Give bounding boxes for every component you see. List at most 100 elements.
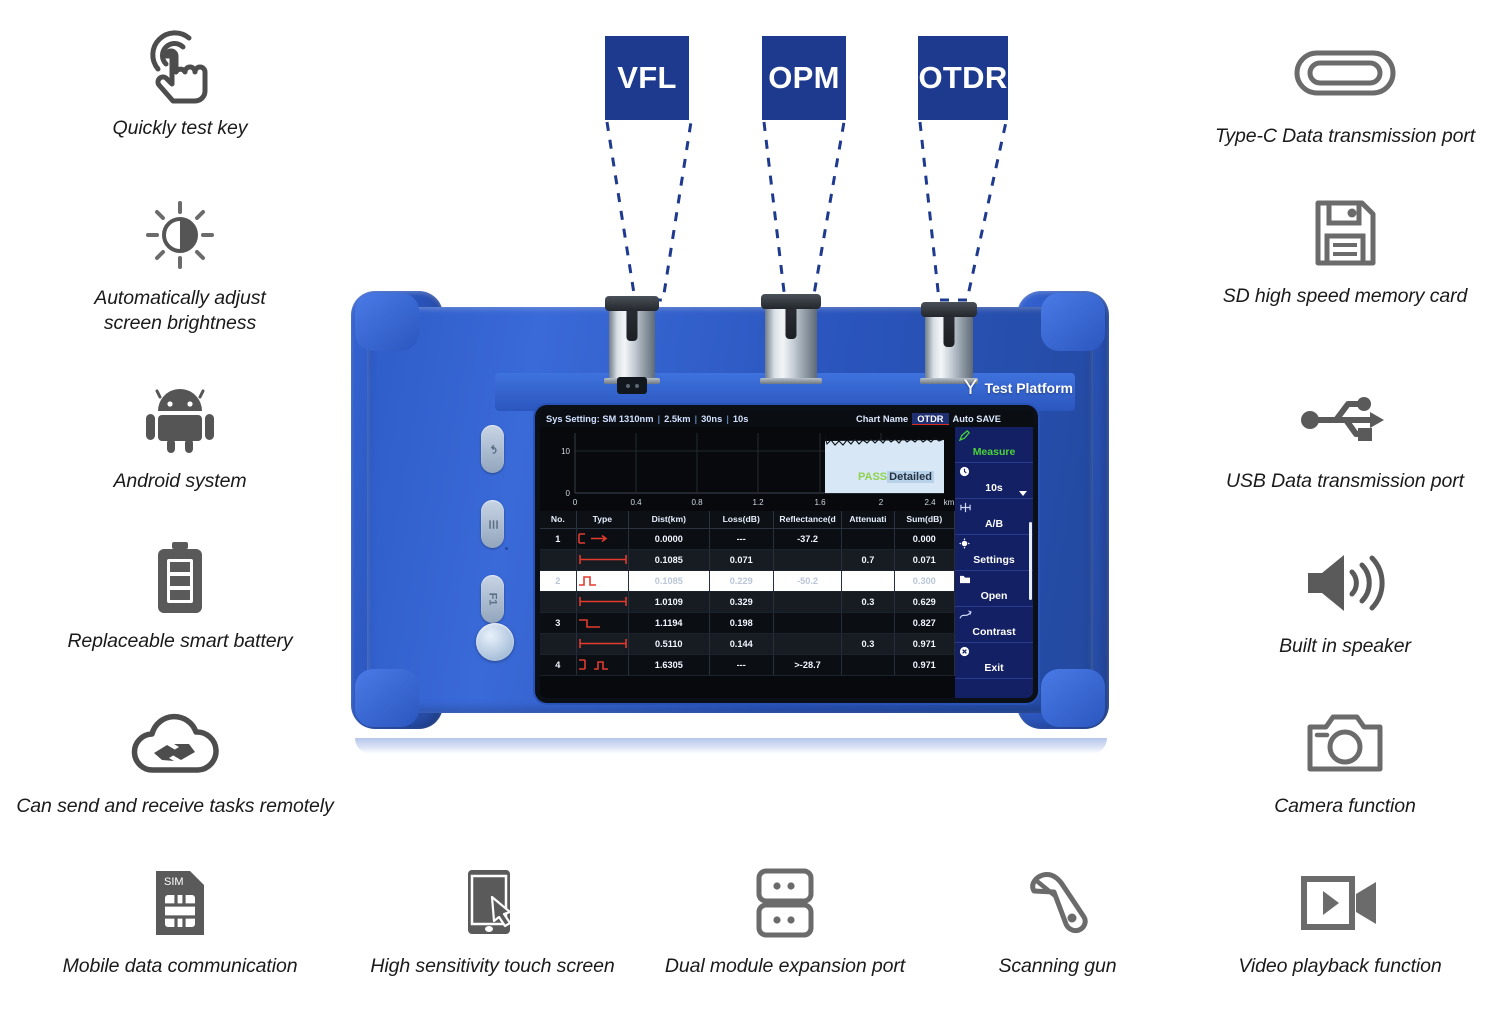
menu-item-duration[interactable]: 10s xyxy=(955,463,1033,499)
cell-attenuation: 0.3 xyxy=(841,633,895,655)
detailed-button[interactable]: Detailed xyxy=(887,471,934,483)
menu-scrollbar[interactable] xyxy=(1029,522,1032,600)
android-icon xyxy=(55,375,305,461)
vfl-badge-label: VFL xyxy=(617,60,677,95)
cell-attenuation xyxy=(841,528,895,550)
feature-dual-module: Dual module expansion port xyxy=(650,860,920,979)
cell-reflectance xyxy=(773,549,843,571)
cell-reflectance xyxy=(773,591,843,613)
cell-sum: 0.071 xyxy=(894,549,956,571)
video-icon xyxy=(1195,860,1485,946)
x-tick-04: 0.4 xyxy=(630,498,642,507)
otdr-test-device: Y Test Platform ↶ ☰ F1 Sys Setting: SM 1… xyxy=(345,285,1115,735)
f1-button[interactable]: F1 xyxy=(481,575,504,623)
cell-reflectance: -37.2 xyxy=(773,528,843,550)
folder-icon xyxy=(959,574,971,584)
back-button[interactable]: ↶ xyxy=(481,425,504,473)
device-reflection-band xyxy=(355,738,1107,754)
cell-no xyxy=(540,633,577,655)
menu-item-label: A/B xyxy=(984,518,1004,530)
cell-attenuation: 0.7 xyxy=(841,549,895,571)
menu-item-label: Open xyxy=(980,590,1008,602)
markers-icon xyxy=(959,502,972,513)
x-tick-08: 0.8 xyxy=(691,498,703,507)
feature-smart-battery: Replaceable smart battery xyxy=(40,535,320,654)
cell-attenuation xyxy=(841,612,895,634)
menu-item-settings[interactable]: Settings xyxy=(955,535,1033,571)
event-table[interactable]: No. Type Dist(km) Loss(dB) Reflectance(d… xyxy=(540,511,956,698)
cell-loss: 0.071 xyxy=(709,549,774,571)
menu-item-label: 10s xyxy=(985,482,1003,494)
event-type-icon xyxy=(576,612,630,634)
th-loss: Loss(dB) xyxy=(709,511,774,529)
menu-item-open[interactable]: Open xyxy=(955,571,1033,607)
auto-save-label[interactable]: Auto SAVE xyxy=(952,413,1001,424)
cell-dist: 1.1194 xyxy=(628,612,710,634)
touch-screen-icon xyxy=(350,860,635,946)
sim-card-icon: SIM xyxy=(35,860,325,946)
th-sum: Sum(dB) xyxy=(894,511,956,529)
usb-icon xyxy=(1195,375,1495,461)
bumper-bottom-right xyxy=(1041,669,1105,727)
otdr-trace-chart[interactable]: 10 0 0 0.4 0.8 1.2 1.6 2 2.4 km xyxy=(540,427,955,511)
cell-sum: 0.000 xyxy=(894,528,956,550)
otdr-optical-port xyxy=(920,302,978,384)
brand-mark-icon: Y xyxy=(963,376,978,399)
th-no: No. xyxy=(540,511,577,529)
callout-leader-lines xyxy=(605,121,1008,302)
chevron-down-icon[interactable] xyxy=(1019,491,1027,496)
menu-item-ab[interactable]: A/B xyxy=(955,499,1033,535)
menu-button[interactable]: ☰ xyxy=(481,500,504,548)
device-screen[interactable]: Sys Setting: SM 1310nm | 2.5km | 30ns | … xyxy=(540,410,1033,698)
y-tick-10: 10 xyxy=(561,447,570,456)
cell-loss: 0.229 xyxy=(709,570,774,592)
status-sep-3: | xyxy=(726,413,729,424)
table-header-row: No. Type Dist(km) Loss(dB) Reflectance(d… xyxy=(540,511,956,529)
cell-no: 2 xyxy=(540,570,577,592)
cell-sum: 0.971 xyxy=(894,633,956,655)
close-icon xyxy=(959,646,970,657)
menu-item-exit[interactable]: Exit xyxy=(955,643,1033,679)
vfl-optical-port xyxy=(604,296,660,384)
status-sep-2: | xyxy=(694,413,698,424)
feature-label: USB Data transmission port xyxy=(1226,470,1464,492)
feature-camera: Camera function xyxy=(1195,700,1495,819)
cell-dist: 0.1085 xyxy=(628,570,710,592)
gear-icon xyxy=(959,538,970,549)
cell-dist: 1.0109 xyxy=(628,591,710,613)
th-reflectance: Reflectance(d xyxy=(773,511,843,529)
feature-label: Video playback function xyxy=(1238,955,1442,977)
feature-label: High sensitivity touch screen xyxy=(370,955,615,977)
feature-usb-port: USB Data transmission port xyxy=(1195,375,1495,494)
menu-item-measure[interactable]: Measure xyxy=(955,427,1033,463)
y-tick-0: 0 xyxy=(566,489,571,498)
menu-item-label: Contrast xyxy=(972,626,1016,638)
usb-c-port-icon xyxy=(1195,30,1495,116)
range-value: 2.5km xyxy=(664,413,691,424)
battery-icon xyxy=(40,535,320,621)
feature-label: Type-C Data transmission port xyxy=(1214,125,1476,147)
power-button[interactable] xyxy=(476,623,514,661)
cell-dist: 0.1085 xyxy=(628,549,710,571)
event-type-icon xyxy=(576,591,630,613)
feature-label: Dual module expansion port xyxy=(664,955,906,977)
feature-speaker: Built in speaker xyxy=(1195,540,1495,659)
screen-topright-bg xyxy=(955,410,1033,427)
otdr-badge-label: OTDR xyxy=(918,60,1008,95)
cell-no: 1 xyxy=(540,528,577,550)
vfl-badge: VFL xyxy=(605,36,689,120)
chart-name-input[interactable]: OTDR xyxy=(912,412,949,425)
menu-item-contrast[interactable]: Contrast xyxy=(955,607,1033,643)
feature-label: Can send and receive tasks remotely xyxy=(16,795,334,817)
cell-reflectance: >-28.7 xyxy=(773,654,843,676)
